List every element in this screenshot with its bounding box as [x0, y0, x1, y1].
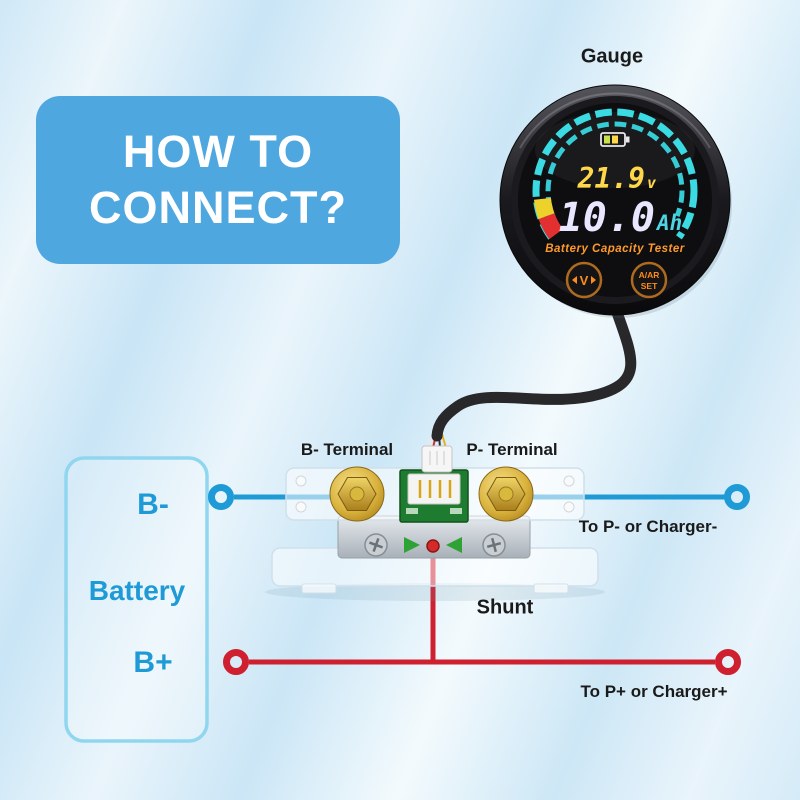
negative-wire-label: To P- or Charger-	[578, 517, 718, 536]
b-minus-terminal	[329, 466, 385, 522]
display-caption: Battery Capacity Tester	[545, 243, 685, 255]
arrow-right-icon	[404, 537, 420, 553]
shunt-label: Shunt	[476, 596, 534, 619]
ring-terminal-positive-left	[223, 649, 249, 675]
set-button[interactable]: A/AR SET	[630, 261, 668, 299]
ring-terminal-positive-right	[715, 649, 741, 675]
gauge-device: 21.9 v 10.0 Ah Battery Capacity Tester V…	[499, 84, 732, 318]
shunt-assembly	[265, 433, 605, 601]
voltage-unit: v	[647, 174, 657, 192]
phillips-screw-left	[364, 533, 388, 557]
gauge-arc-scale	[530, 106, 700, 276]
shunt-foot-left	[301, 583, 337, 594]
set-button-label-top: A/AR	[639, 270, 660, 280]
gauge-label: Gauge	[580, 45, 644, 68]
arrow-left-icon	[446, 537, 462, 553]
battery-positive-label: B+	[133, 646, 173, 679]
set-button-label-bottom: SET	[641, 281, 658, 291]
p-terminal-label: P- Terminal	[466, 440, 558, 459]
shunt-pcb	[399, 469, 469, 523]
battery-outline	[64, 456, 209, 743]
battery-negative-label: B-	[137, 488, 169, 521]
arrow-right-icon	[591, 276, 596, 284]
socket-pins	[418, 480, 452, 498]
shunt-foot-right	[533, 583, 569, 594]
voltage-readout: 21.9	[577, 162, 645, 195]
b-terminal-label: B- Terminal	[300, 440, 394, 459]
arrow-left-icon	[572, 276, 577, 284]
bezel-highlight	[519, 92, 711, 149]
standoff	[563, 501, 575, 513]
voltage-button[interactable]: V	[565, 261, 603, 299]
voltage-button-label: V	[580, 273, 589, 288]
gauge-cable	[431, 292, 637, 442]
title-line-2: CONNECT?	[89, 182, 347, 233]
standoff	[295, 475, 307, 487]
title-banner: HOW TO CONNECT?	[36, 96, 400, 264]
capacity-unit: Ah	[655, 211, 682, 235]
sense-wire-connector	[426, 539, 440, 553]
capacity-readout: 10.0	[559, 195, 655, 241]
p-minus-terminal	[478, 466, 534, 522]
standoff	[563, 475, 575, 487]
battery-icon	[600, 132, 630, 147]
phillips-screw-right	[482, 533, 506, 557]
battery-name-label: Battery	[88, 575, 186, 606]
positive-wire-label: To P+ or Charger+	[580, 682, 728, 701]
pcb-silkscreen	[450, 508, 462, 514]
title-line-1: HOW TO	[122, 125, 314, 177]
ring-terminal-negative-right	[724, 484, 750, 510]
ring-terminal-negative-left	[208, 484, 234, 510]
standoff	[295, 501, 307, 513]
pcb-silkscreen	[406, 508, 418, 514]
glass-gloss	[535, 112, 695, 188]
shunt-shadow	[265, 583, 605, 601]
